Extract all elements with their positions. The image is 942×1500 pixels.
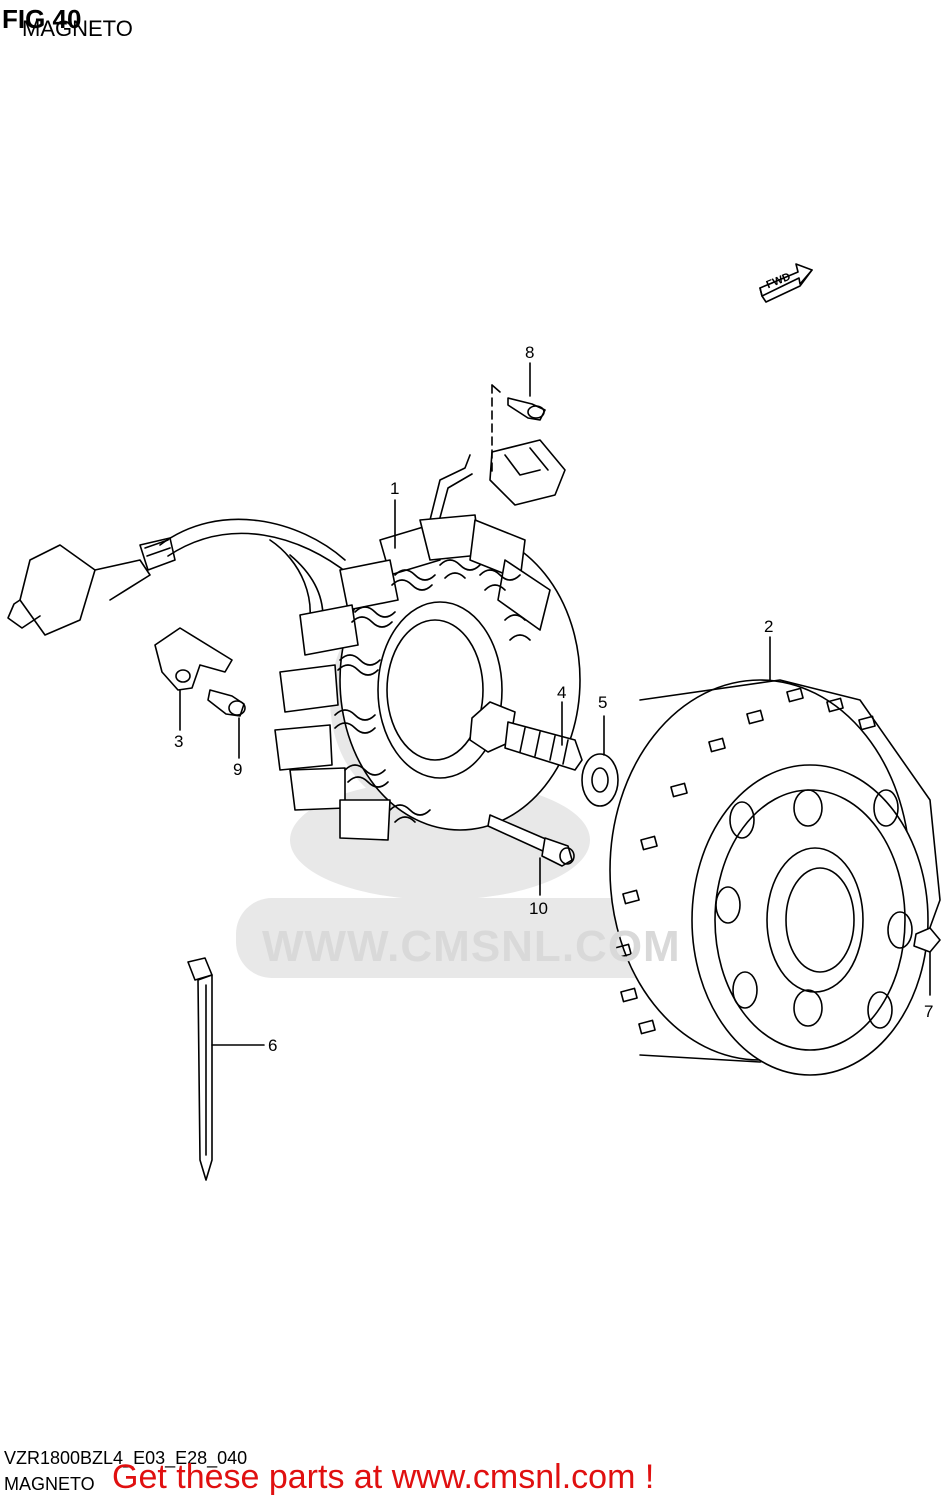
part-6-cable-tie: [187, 957, 265, 1181]
part-10-bolt: [487, 814, 575, 896]
callout-9: 9: [233, 760, 243, 779]
figure-title: FIG 40: [2, 4, 82, 34]
part-4-bolt: [469, 701, 583, 771]
figure-subtitle: MAGNETO: [22, 16, 133, 41]
callout-7: 7: [924, 1002, 934, 1021]
part-7-weight: [913, 927, 941, 996]
callout-6: 6: [268, 1036, 278, 1055]
footer-diagram-name: MAGNETO: [4, 1474, 95, 1494]
footer-diagram-code: VZR1800BZL4_E03_E28_040: [4, 1448, 248, 1468]
part-8-screw: [491, 362, 546, 476]
watermark-url: WWW.CMSNL.COM: [262, 922, 681, 971]
part-9-screw: [207, 689, 246, 759]
callout-5: 5: [598, 693, 608, 712]
rotor-flywheel: [609, 636, 941, 1076]
wire-harness: [7, 439, 566, 646]
callout-10: 10: [529, 899, 548, 918]
promo-link[interactable]: Get these parts at www.cmsnl.com !: [112, 1458, 655, 1496]
callout-4: 4: [557, 683, 567, 702]
stator: [274, 514, 581, 841]
part-5-washer: [581, 715, 619, 807]
part-3-bracket: [154, 627, 233, 731]
callout-8: 8: [525, 343, 535, 362]
fwd-arrow-icon: [759, 263, 813, 303]
callout-1: 1: [390, 479, 400, 498]
callout-3: 3: [174, 732, 184, 751]
callout-2: 2: [764, 617, 774, 636]
